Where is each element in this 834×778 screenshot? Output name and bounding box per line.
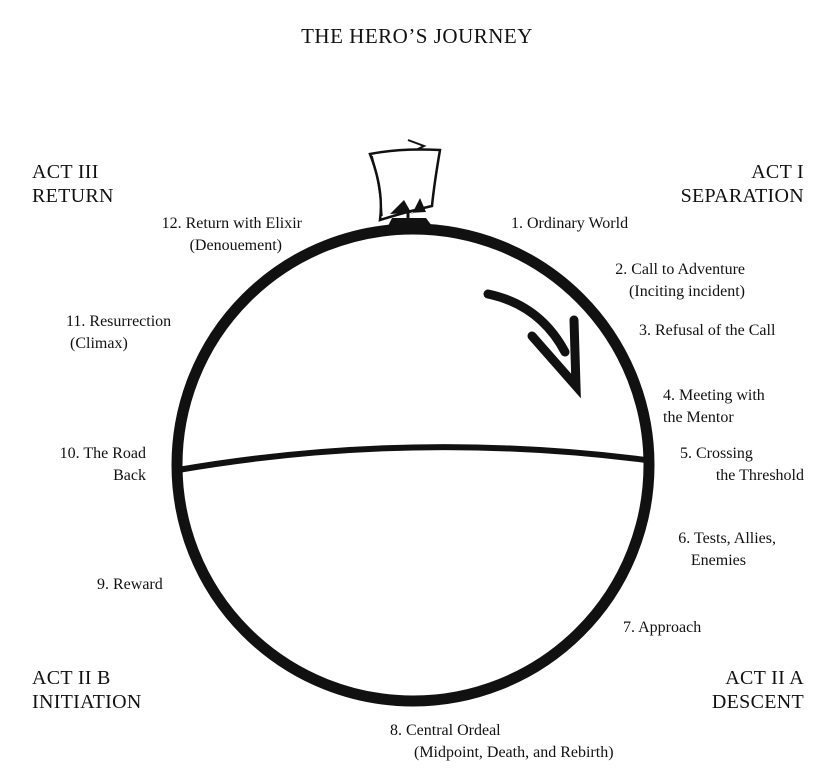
stage-5-label: 5. Crossing the Threshold xyxy=(660,443,804,487)
act-1-name: SEPARATION xyxy=(600,184,804,208)
stage-12-text: 12. Return with Elixir xyxy=(120,213,302,235)
act-3-number: ACT III xyxy=(32,160,252,184)
stage-8-text: 8. Central Ordeal xyxy=(390,720,614,742)
stage-6-text: 6. Tests, Allies, xyxy=(650,528,776,550)
threshold-line xyxy=(178,447,646,470)
act-3-name: RETURN xyxy=(32,184,252,208)
stage-3-text: 3. Refusal of the Call xyxy=(639,320,775,342)
stage-7-label: 7. Approach xyxy=(623,617,701,639)
stage-10-label: 10. The Road Back xyxy=(44,443,146,487)
stage-8-subtext: (Midpoint, Death, and Rebirth) xyxy=(390,742,614,764)
act-3-label: ACT III RETURN xyxy=(32,160,252,208)
act-1-label: ACT I SEPARATION xyxy=(600,160,804,208)
stage-2-text: 2. Call to Adventure xyxy=(580,259,745,281)
stage-8-label: 8. Central Ordeal (Midpoint, Death, and … xyxy=(390,720,614,764)
stage-12-label: 12. Return with Elixir (Denouement) xyxy=(120,213,302,257)
act-1-number: ACT I xyxy=(600,160,804,184)
stage-4-text: 4. Meeting with xyxy=(663,385,765,407)
sailing-ship-icon xyxy=(370,140,440,229)
stage-12-subtext: (Denouement) xyxy=(120,235,302,257)
stage-4-label: 4. Meeting with the Mentor xyxy=(663,385,765,429)
stage-10-subtext: Back xyxy=(44,465,146,487)
stage-3-label: 3. Refusal of the Call xyxy=(639,320,775,342)
stage-9-label: 9. Reward xyxy=(97,574,163,596)
act-2a-label: ACT II A DESCENT xyxy=(600,666,804,714)
stage-4-subtext: the Mentor xyxy=(663,407,765,429)
stage-2-label: 2. Call to Adventure (Inciting incident) xyxy=(580,259,745,303)
act-2b-number: ACT II B xyxy=(32,666,252,690)
stage-1-text: 1. Ordinary World xyxy=(511,213,628,235)
stage-5-subtext: the Threshold xyxy=(660,465,804,487)
stage-2-subtext: (Inciting incident) xyxy=(580,281,745,303)
stage-11-label: 11. Resurrection (Climax) xyxy=(66,311,171,355)
stage-9-text: 9. Reward xyxy=(97,574,163,596)
act-2b-label: ACT II B INITIATION xyxy=(32,666,252,714)
act-2b-name: INITIATION xyxy=(32,690,252,714)
curved-arrow-icon xyxy=(488,294,576,386)
act-2a-number: ACT II A xyxy=(600,666,804,690)
stage-1-label: 1. Ordinary World xyxy=(511,213,628,235)
stage-11-subtext: (Climax) xyxy=(66,333,171,355)
journey-circle xyxy=(177,229,649,701)
act-2a-name: DESCENT xyxy=(600,690,804,714)
stage-6-label: 6. Tests, Allies, Enemies xyxy=(650,528,776,572)
stage-6-subtext: Enemies xyxy=(650,550,776,572)
stage-10-text: 10. The Road xyxy=(44,443,146,465)
stage-7-text: 7. Approach xyxy=(623,617,701,639)
stage-11-text: 11. Resurrection xyxy=(66,311,171,333)
stage-5-text: 5. Crossing xyxy=(660,443,804,465)
